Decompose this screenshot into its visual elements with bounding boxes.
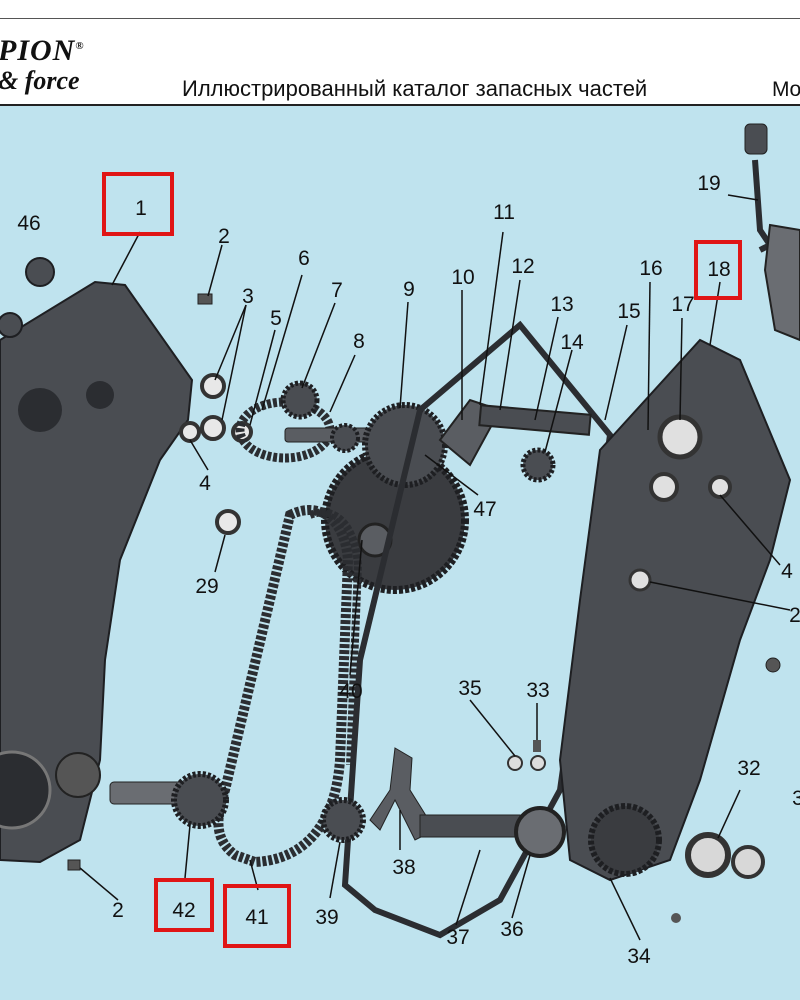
label-4-right[interactable]: 4 — [781, 560, 793, 583]
label-19[interactable]: 19 — [697, 172, 720, 195]
label-6[interactable]: 6 — [298, 247, 310, 270]
gear-14[interactable] — [520, 447, 556, 483]
exploded-parts-diagram: 1 46 2 3 5 6 7 8 9 10 11 12 13 14 15 16 … — [0, 106, 800, 1000]
label-10[interactable]: 10 — [451, 266, 474, 289]
label-37[interactable]: 37 — [446, 926, 469, 949]
label-18[interactable]: 18 — [707, 258, 730, 281]
label-2-right[interactable]: 2 — [789, 604, 800, 627]
label-8[interactable]: 8 — [353, 330, 365, 353]
label-17[interactable]: 17 — [671, 293, 694, 316]
screw-small[interactable] — [671, 913, 681, 923]
label-47[interactable]: 47 — [473, 498, 496, 521]
label-9[interactable]: 9 — [403, 278, 415, 301]
bearing-17[interactable] — [657, 414, 703, 460]
cap[interactable] — [744, 123, 768, 155]
sprocket-7[interactable] — [280, 380, 320, 420]
part-labels: 1 46 2 3 5 6 7 8 9 10 11 12 13 14 15 16 … — [17, 172, 800, 968]
label-29[interactable]: 29 — [195, 575, 218, 598]
nut-46[interactable] — [25, 257, 55, 287]
bearing[interactable] — [649, 472, 679, 502]
diagram-canvas: 1 46 2 3 5 6 7 8 9 10 11 12 13 14 15 16 … — [0, 123, 800, 968]
highlight-box-41 — [223, 884, 291, 948]
cover-boss — [55, 752, 101, 798]
label-32[interactable]: 32 — [737, 757, 760, 780]
header-bottom-rule — [0, 104, 800, 106]
washer-33[interactable] — [530, 755, 546, 771]
chain-41[interactable] — [213, 505, 354, 868]
cover-boss — [86, 381, 114, 409]
label-2-lower[interactable]: 2 — [112, 899, 124, 922]
seal-32[interactable] — [685, 832, 731, 878]
sprocket-47[interactable] — [330, 423, 360, 453]
pin-33[interactable] — [533, 740, 541, 752]
shaft-36[interactable] — [419, 814, 521, 838]
document-title: Иллюстрированный каталог запасных частей — [182, 76, 648, 101]
washer-35[interactable] — [507, 755, 523, 771]
label-16[interactable]: 16 — [639, 257, 662, 280]
bearing-36[interactable] — [514, 806, 566, 858]
label-11[interactable]: 11 — [493, 201, 515, 224]
label-40[interactable]: 40 — [339, 680, 362, 703]
label-4[interactable]: 4 — [199, 472, 211, 495]
highlight-boxes — [102, 172, 742, 948]
sprocket-39[interactable] — [320, 797, 366, 843]
label-1[interactable]: 1 — [135, 197, 147, 220]
bushing-29[interactable] — [215, 509, 241, 535]
label-14[interactable]: 14 — [560, 331, 584, 354]
label-46[interactable]: 46 — [17, 212, 40, 235]
bearing[interactable] — [708, 475, 732, 499]
label-5[interactable]: 5 — [270, 307, 282, 330]
label-3[interactable]: 3 — [242, 285, 254, 308]
seal-ring[interactable] — [731, 845, 765, 879]
cover-bearing-seat — [0, 750, 52, 830]
gear-34[interactable] — [588, 803, 662, 877]
bearing-2r[interactable] — [628, 568, 652, 592]
bolt-2[interactable] — [197, 293, 213, 305]
highlight-box-42 — [154, 878, 214, 932]
highlight-box-1 — [102, 172, 174, 236]
label-33[interactable]: 33 — [526, 679, 549, 702]
gasket-37[interactable] — [341, 320, 614, 939]
label-34[interactable]: 34 — [627, 945, 651, 968]
bolt-2-lower[interactable] — [67, 859, 81, 871]
chain-41-strand — [308, 508, 363, 766]
bearing-4[interactable] — [179, 421, 201, 443]
bearing-3[interactable] — [200, 373, 226, 399]
cover-boss — [18, 388, 62, 432]
label-3-right[interactable]: 3 — [792, 787, 800, 810]
catalog-header: PION® & force Иллюстрированный каталог з… — [0, 0, 800, 108]
highlight-box-18 — [694, 240, 742, 300]
nut-small[interactable] — [765, 657, 781, 673]
label-7[interactable]: 7 — [331, 279, 343, 302]
label-2[interactable]: 2 — [218, 225, 230, 248]
rod-19[interactable] — [752, 159, 775, 253]
label-15[interactable]: 15 — [617, 300, 640, 323]
label-36[interactable]: 36 — [500, 918, 523, 941]
label-39[interactable]: 39 — [315, 906, 338, 929]
header-top-rule — [0, 18, 800, 19]
fork-38[interactable] — [369, 747, 436, 841]
sprocket-42[interactable] — [171, 771, 229, 829]
nut[interactable] — [0, 312, 23, 338]
lever-bracket[interactable] — [763, 223, 800, 342]
label-12[interactable]: 12 — [511, 255, 534, 278]
bearing-3[interactable] — [200, 415, 226, 441]
brand-tagline: & force — [0, 66, 80, 95]
label-41[interactable]: 41 — [245, 906, 268, 929]
label-35[interactable]: 35 — [458, 677, 481, 700]
label-13[interactable]: 13 — [550, 293, 573, 316]
label-42[interactable]: 42 — [172, 899, 195, 922]
label-38[interactable]: 38 — [392, 856, 415, 879]
brand-logo: PION® — [0, 34, 85, 67]
leader-lines — [79, 194, 791, 941]
model-label: Mo — [772, 78, 800, 101]
right-gearbox-housing[interactable] — [558, 338, 792, 882]
